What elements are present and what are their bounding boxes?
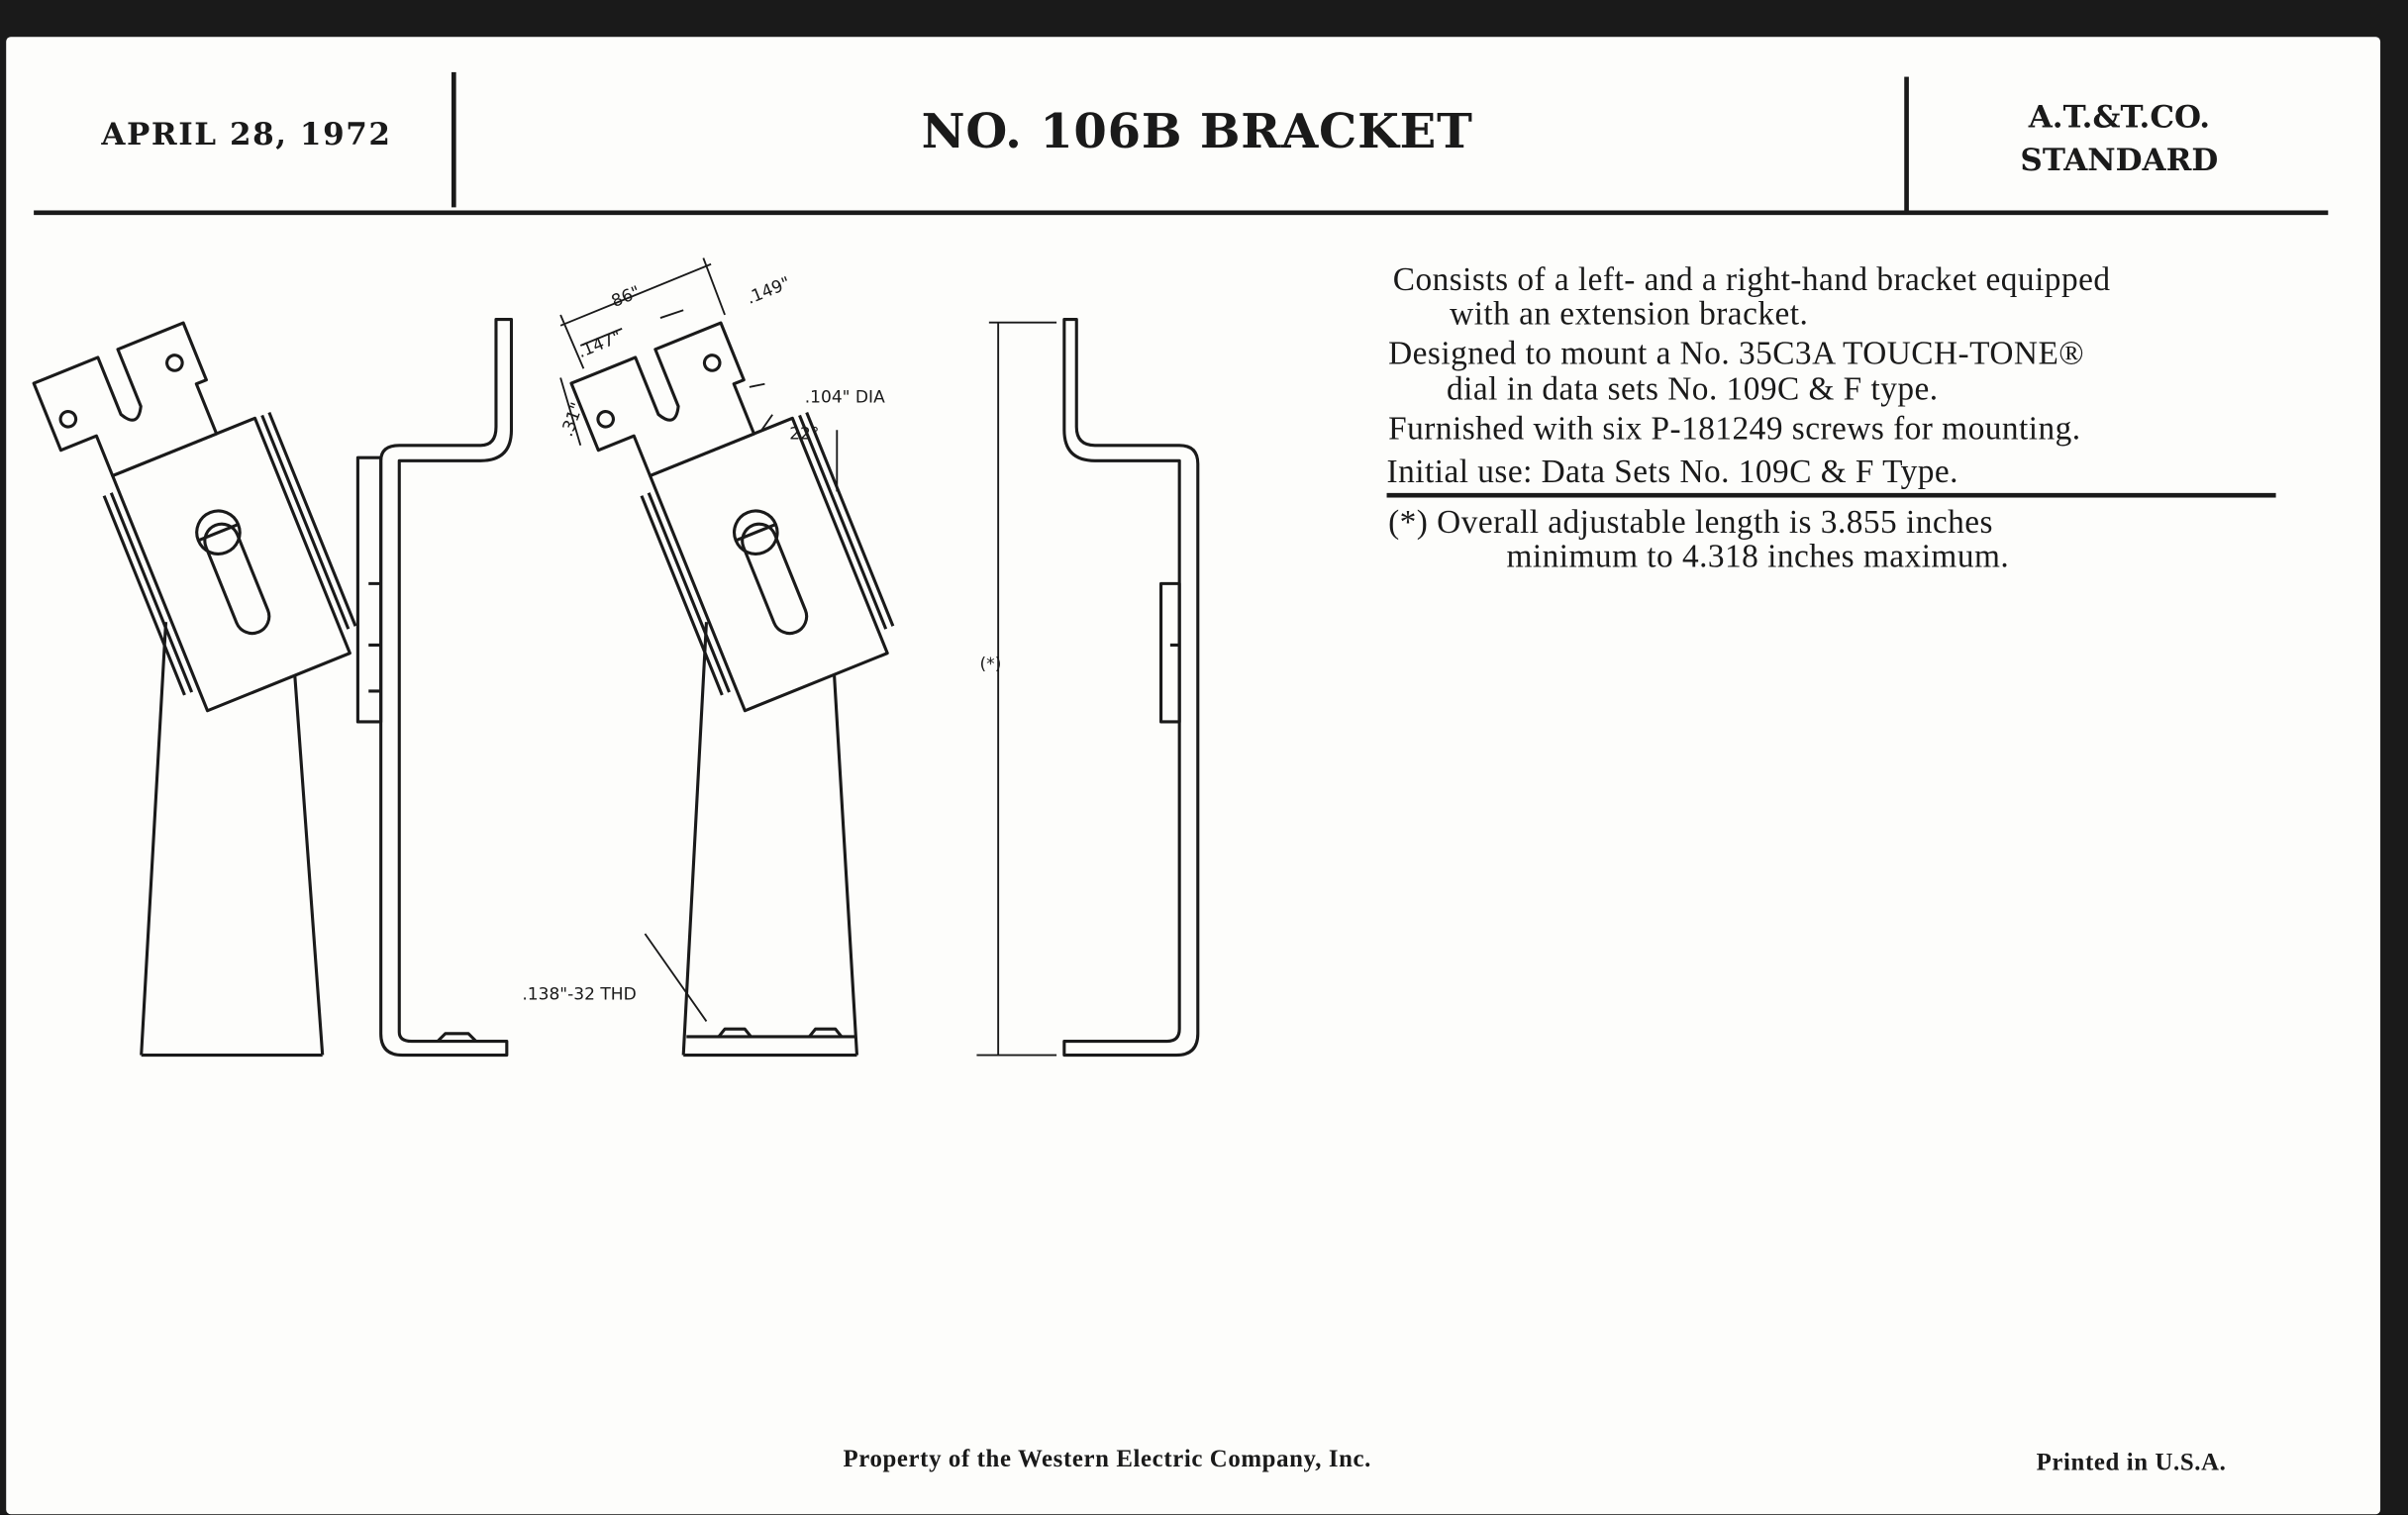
page-title: NO. 106B BRACKET: [921, 104, 1473, 160]
dim-149: .149": [744, 273, 793, 309]
header-divider: [451, 71, 456, 208]
dim-hole-dia: .104" DIA: [805, 387, 885, 407]
dimension-lines: [559, 257, 1057, 1057]
header-divider: [1904, 76, 1909, 213]
bracket-side-view-right: [1062, 318, 1200, 1058]
desc-note: minimum to 4.318 inches maximum.: [1506, 537, 2010, 575]
dim-86: 86": [609, 282, 644, 312]
specification-sheet: [6, 37, 2381, 1515]
desc-line: with an extension bracket.: [1450, 294, 1809, 333]
desc-rule: [1386, 492, 2276, 497]
desc-line: Initial use: Data Sets No. 109C & F Type…: [1386, 453, 1958, 490]
dim-thread: .138"-32 THD: [522, 985, 636, 1005]
dim-31: .31": [557, 400, 588, 440]
dim-angle: 22°: [789, 425, 819, 445]
standard-line-2: STANDARD: [2020, 141, 2219, 178]
bracket-side-view-left: [355, 318, 514, 1058]
header-rule: [34, 210, 2329, 216]
dim-overall: (*): [980, 655, 1002, 674]
dim-147: .147": [575, 327, 625, 362]
desc-line: Designed to mount a No. 35C3A TOUCH-TONE…: [1388, 335, 2085, 372]
footer-property: Property of the Western Electric Company…: [843, 1447, 1372, 1473]
desc-note: (*) Overall adjustable length is 3.855 i…: [1388, 503, 1993, 541]
date: APRIL 28, 1972: [101, 115, 392, 152]
standard-label: A.T.&T.CO. STANDARD: [1996, 95, 2242, 181]
desc-line: Consists of a left- and a right-hand bra…: [1392, 260, 2111, 298]
standard-line-1: A.T.&T.CO.: [2028, 98, 2211, 136]
desc-line: Furnished with six P-181249 screws for m…: [1388, 410, 2081, 448]
bracket-front-view-left: [32, 321, 357, 1058]
bracket-front-view-center: [569, 321, 895, 1058]
footer-printed: Printed in U.S.A.: [2036, 1450, 2227, 1476]
desc-line: dial in data sets No. 109C & F type.: [1447, 369, 1939, 408]
